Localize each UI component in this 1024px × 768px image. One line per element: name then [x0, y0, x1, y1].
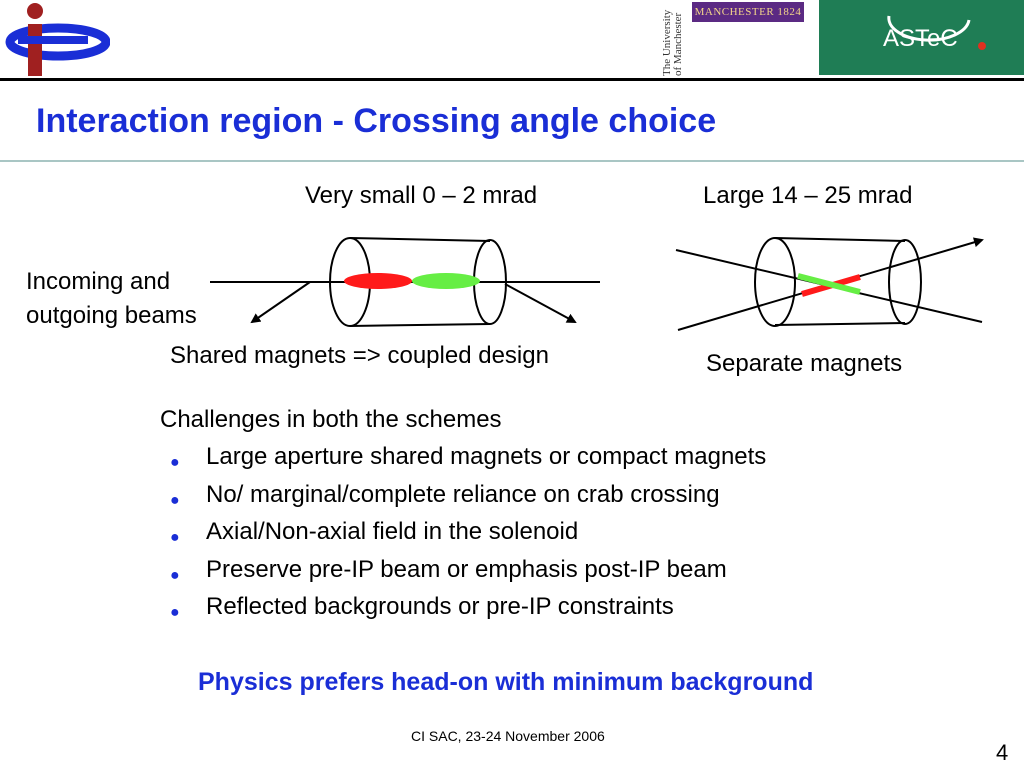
red-bunch — [344, 273, 412, 289]
separate-magnets-caption: Separate magnets — [706, 350, 903, 377]
manchester-badge-logo: MANCHESTER 1824 — [692, 2, 804, 22]
beams-label-line2: outgoing beams — [26, 302, 197, 329]
bullet-icon: ● — [170, 566, 180, 584]
title-divider — [0, 160, 1024, 162]
footer-text: CI SAC, 23-24 November 2006 — [411, 728, 605, 744]
bullet-icon: ● — [170, 604, 180, 621]
beams-label-line1: Incoming and — [26, 268, 171, 295]
list-item: ●No/ marginal/complete reliance on crab … — [168, 480, 766, 518]
bullet-icon: ● — [170, 454, 180, 471]
astec-logo-text: ASTeC — [883, 25, 958, 52]
green-crossing-bunch — [797, 273, 861, 295]
green-bunch — [412, 273, 480, 289]
separate-magnet-diagram — [675, 237, 984, 331]
list-item: ●Preserve pre-IP beam or emphasis post-I… — [168, 555, 766, 593]
crossing-angle-diagram — [210, 237, 984, 331]
challenges-heading: Challenges in both the schemes — [160, 406, 502, 433]
astec-swoosh-icon: ASTeC — [883, 15, 986, 52]
outgoing-beam-right-arrow — [504, 283, 577, 323]
small-angle-label: Very small 0 – 2 mrad — [305, 182, 538, 209]
shared-magnets-caption: Shared magnets => coupled design — [170, 342, 549, 369]
list-item: ●Reflected backgrounds or pre-IP constra… — [168, 592, 766, 630]
list-item: ●Large aperture shared magnets or compac… — [168, 442, 766, 480]
bullet-icon: ● — [170, 529, 180, 546]
large-angle-label: Large 14 – 25 mrad — [703, 182, 913, 209]
astec-dot-icon — [978, 42, 986, 50]
list-item: ●Axial/Non-axial field in the solenoid — [168, 517, 766, 555]
slide-title: Interaction region - Crossing angle choi… — [36, 102, 717, 140]
page-number: 4 — [996, 740, 1009, 765]
outgoing-beam-left-arrow — [250, 281, 311, 324]
shared-magnet-diagram — [210, 237, 600, 327]
conclusion-text: Physics prefers head-on with minimum bac… — [198, 668, 814, 696]
ip-logo-icon — [5, 3, 110, 76]
challenges-list: ●Large aperture shared magnets or compac… — [168, 442, 766, 630]
header-divider — [0, 78, 1024, 81]
manchester-badge-text: MANCHESTER 1824 — [694, 6, 802, 18]
astec-logo: ASTeC — [819, 0, 1024, 75]
bullet-icon: ● — [170, 491, 180, 509]
